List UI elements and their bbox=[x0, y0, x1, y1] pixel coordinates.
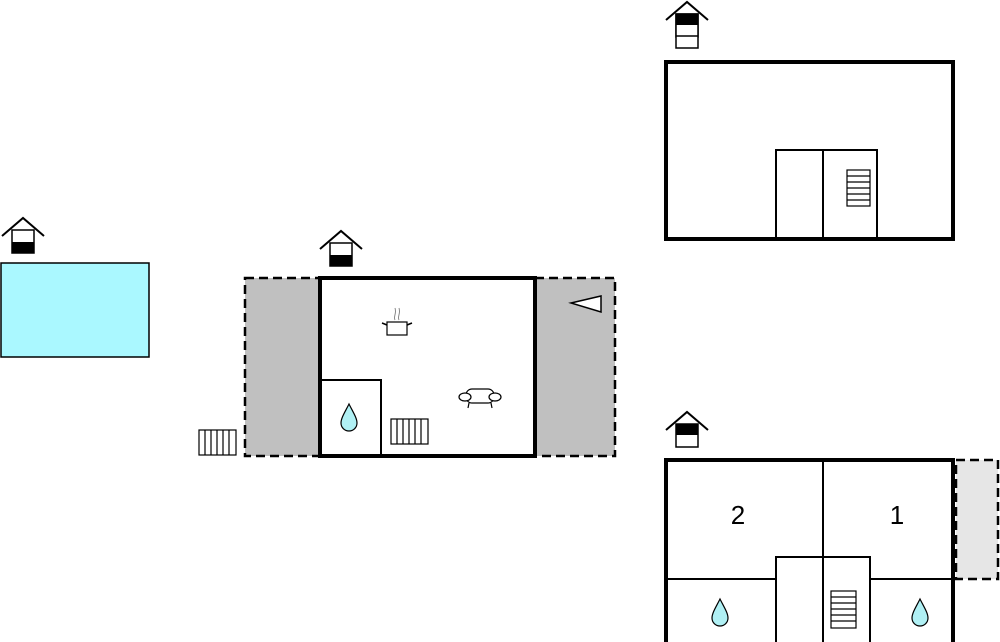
balcony bbox=[954, 458, 1000, 581]
sofa-icon bbox=[458, 388, 502, 409]
terrace-left bbox=[243, 276, 322, 458]
direction-triangle-icon bbox=[568, 295, 602, 314]
first-floor-level-icon bbox=[665, 411, 709, 448]
upper-level-icon bbox=[665, 1, 709, 49]
stairs-icon bbox=[830, 590, 857, 629]
first-floor-walls bbox=[664, 458, 955, 642]
outdoor-radiator-icon bbox=[198, 429, 237, 456]
bedroom-2-label: 2 bbox=[731, 500, 745, 530]
radiator-icon bbox=[390, 418, 429, 445]
kitchen-pot-icon bbox=[381, 307, 413, 336]
pool bbox=[0, 262, 150, 358]
stair-hall-upper bbox=[775, 149, 878, 240]
pool-level-icon bbox=[1, 217, 45, 254]
bedroom-1-label: 1 bbox=[890, 500, 904, 530]
ground-floor-level-icon bbox=[319, 230, 363, 267]
stairs-icon bbox=[846, 169, 871, 207]
stair-hall-first bbox=[775, 556, 871, 642]
bathroom-ground bbox=[319, 379, 382, 457]
